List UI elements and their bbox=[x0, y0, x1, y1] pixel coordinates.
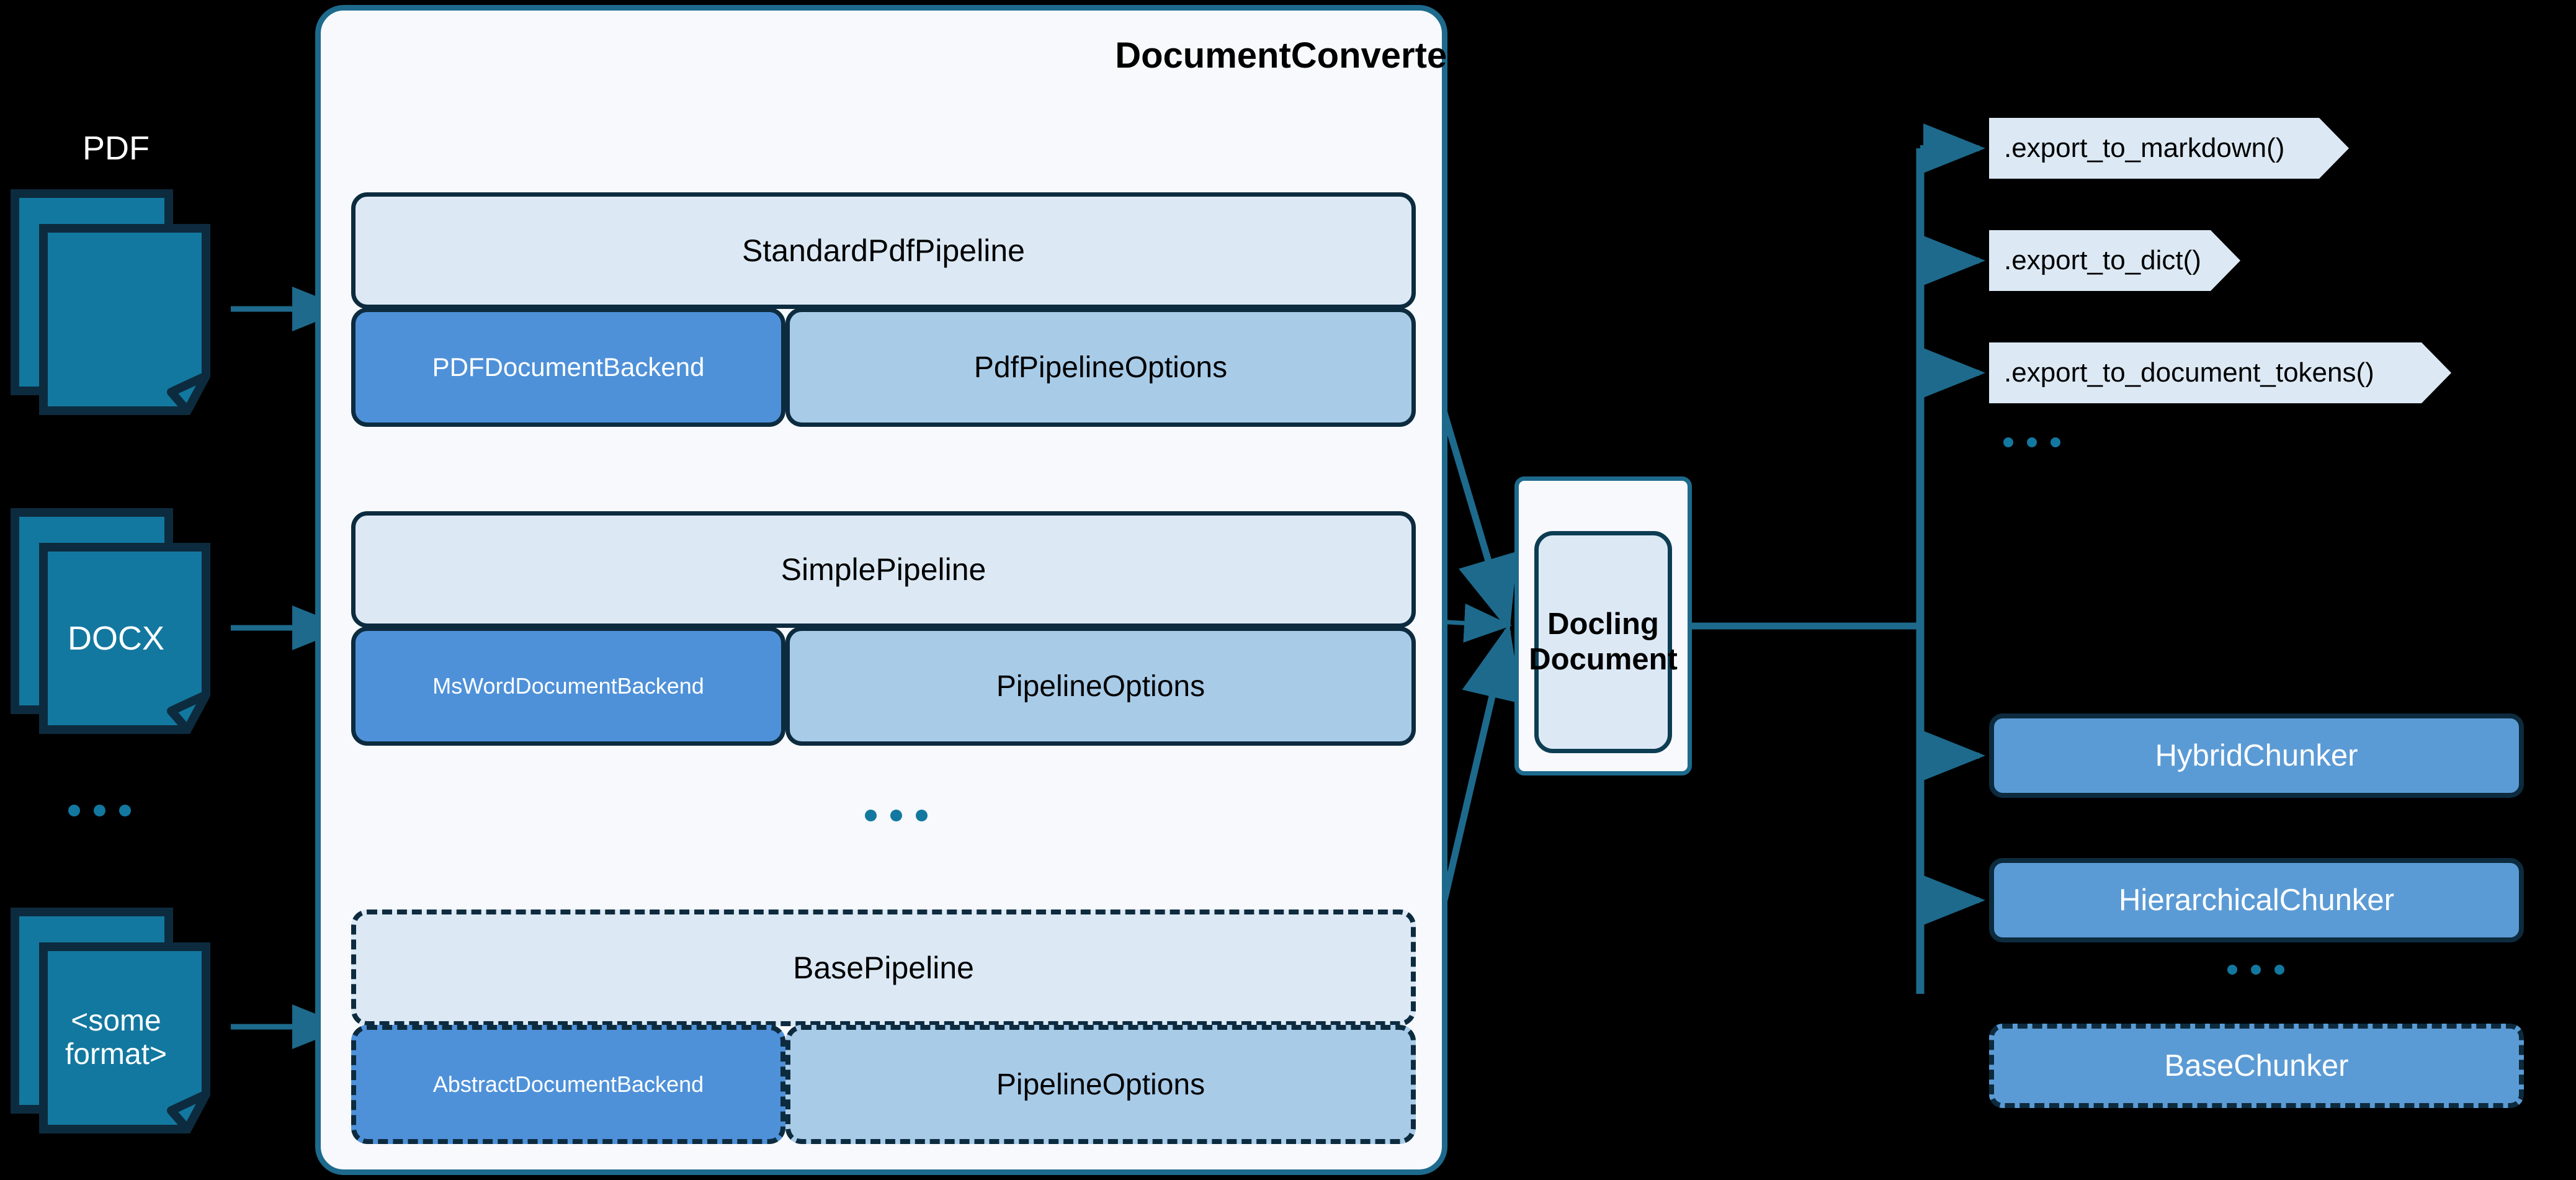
chunker-base[interactable]: BaseChunker bbox=[1989, 1024, 2524, 1108]
input-document-other-label: <some format> bbox=[65, 1004, 168, 1071]
export-to-markdown-label: .export_to_markdown() bbox=[2004, 133, 2285, 163]
document-converter-title: DocumentConverter bbox=[1115, 35, 1461, 76]
pipeline-simple-backend[interactable]: MsWordDocumentBackend bbox=[351, 627, 785, 746]
input-document-docx[interactable] bbox=[9, 490, 238, 738]
pipeline-simple[interactable]: SimplePipeline MsWordDocumentBackend Pip… bbox=[351, 511, 1416, 746]
pipeline-base-options[interactable]: PipelineOptions bbox=[785, 1025, 1416, 1144]
chunkers-ellipsis bbox=[2227, 965, 2284, 975]
pipeline-standard-pdf-name: StandardPdfPipeline bbox=[351, 192, 1416, 309]
input-document-other[interactable] bbox=[9, 890, 238, 1138]
pipeline-standard-pdf[interactable]: StandardPdfPipeline PDFDocumentBackend P… bbox=[351, 192, 1416, 427]
exports-ellipsis bbox=[2003, 437, 2060, 447]
input-document-pdf[interactable] bbox=[9, 171, 238, 419]
pipeline-simple-name: SimplePipeline bbox=[351, 511, 1416, 628]
export-to-dict-label: .export_to_dict() bbox=[2004, 245, 2201, 275]
conversion-result-label: ConversionResult bbox=[1514, 10, 1701, 36]
pipeline-standard-pdf-backend[interactable]: PDFDocumentBackend bbox=[351, 308, 785, 427]
chunker-hierarchical[interactable]: HierarchicalChunker bbox=[1989, 858, 2524, 942]
pipeline-standard-pdf-options[interactable]: PdfPipelineOptions bbox=[785, 308, 1416, 427]
export-to-document-tokens[interactable]: .export_to_document_tokens() bbox=[1989, 342, 2451, 403]
pipeline-base-name: BasePipeline bbox=[351, 910, 1416, 1026]
pipelines-ellipsis bbox=[865, 810, 928, 821]
input-document-docx-label: DOCX bbox=[67, 619, 164, 657]
pipeline-base[interactable]: BasePipeline AbstractDocumentBackend Pip… bbox=[351, 910, 1416, 1144]
chunker-hybrid[interactable]: HybridChunker bbox=[1989, 713, 2524, 798]
export-to-document-tokens-label: .export_to_document_tokens() bbox=[2004, 357, 2374, 388]
docling-document-box[interactable]: Docling Document bbox=[1529, 531, 1678, 753]
pipeline-simple-options[interactable]: PipelineOptions bbox=[785, 627, 1416, 746]
pipeline-base-backend[interactable]: AbstractDocumentBackend bbox=[351, 1025, 785, 1144]
export-to-markdown[interactable]: .export_to_markdown() bbox=[1989, 118, 2349, 179]
input-documents-ellipsis bbox=[68, 805, 131, 816]
input-document-pdf-label: PDF bbox=[83, 129, 150, 167]
export-to-dict[interactable]: .export_to_dict() bbox=[1989, 230, 2240, 291]
